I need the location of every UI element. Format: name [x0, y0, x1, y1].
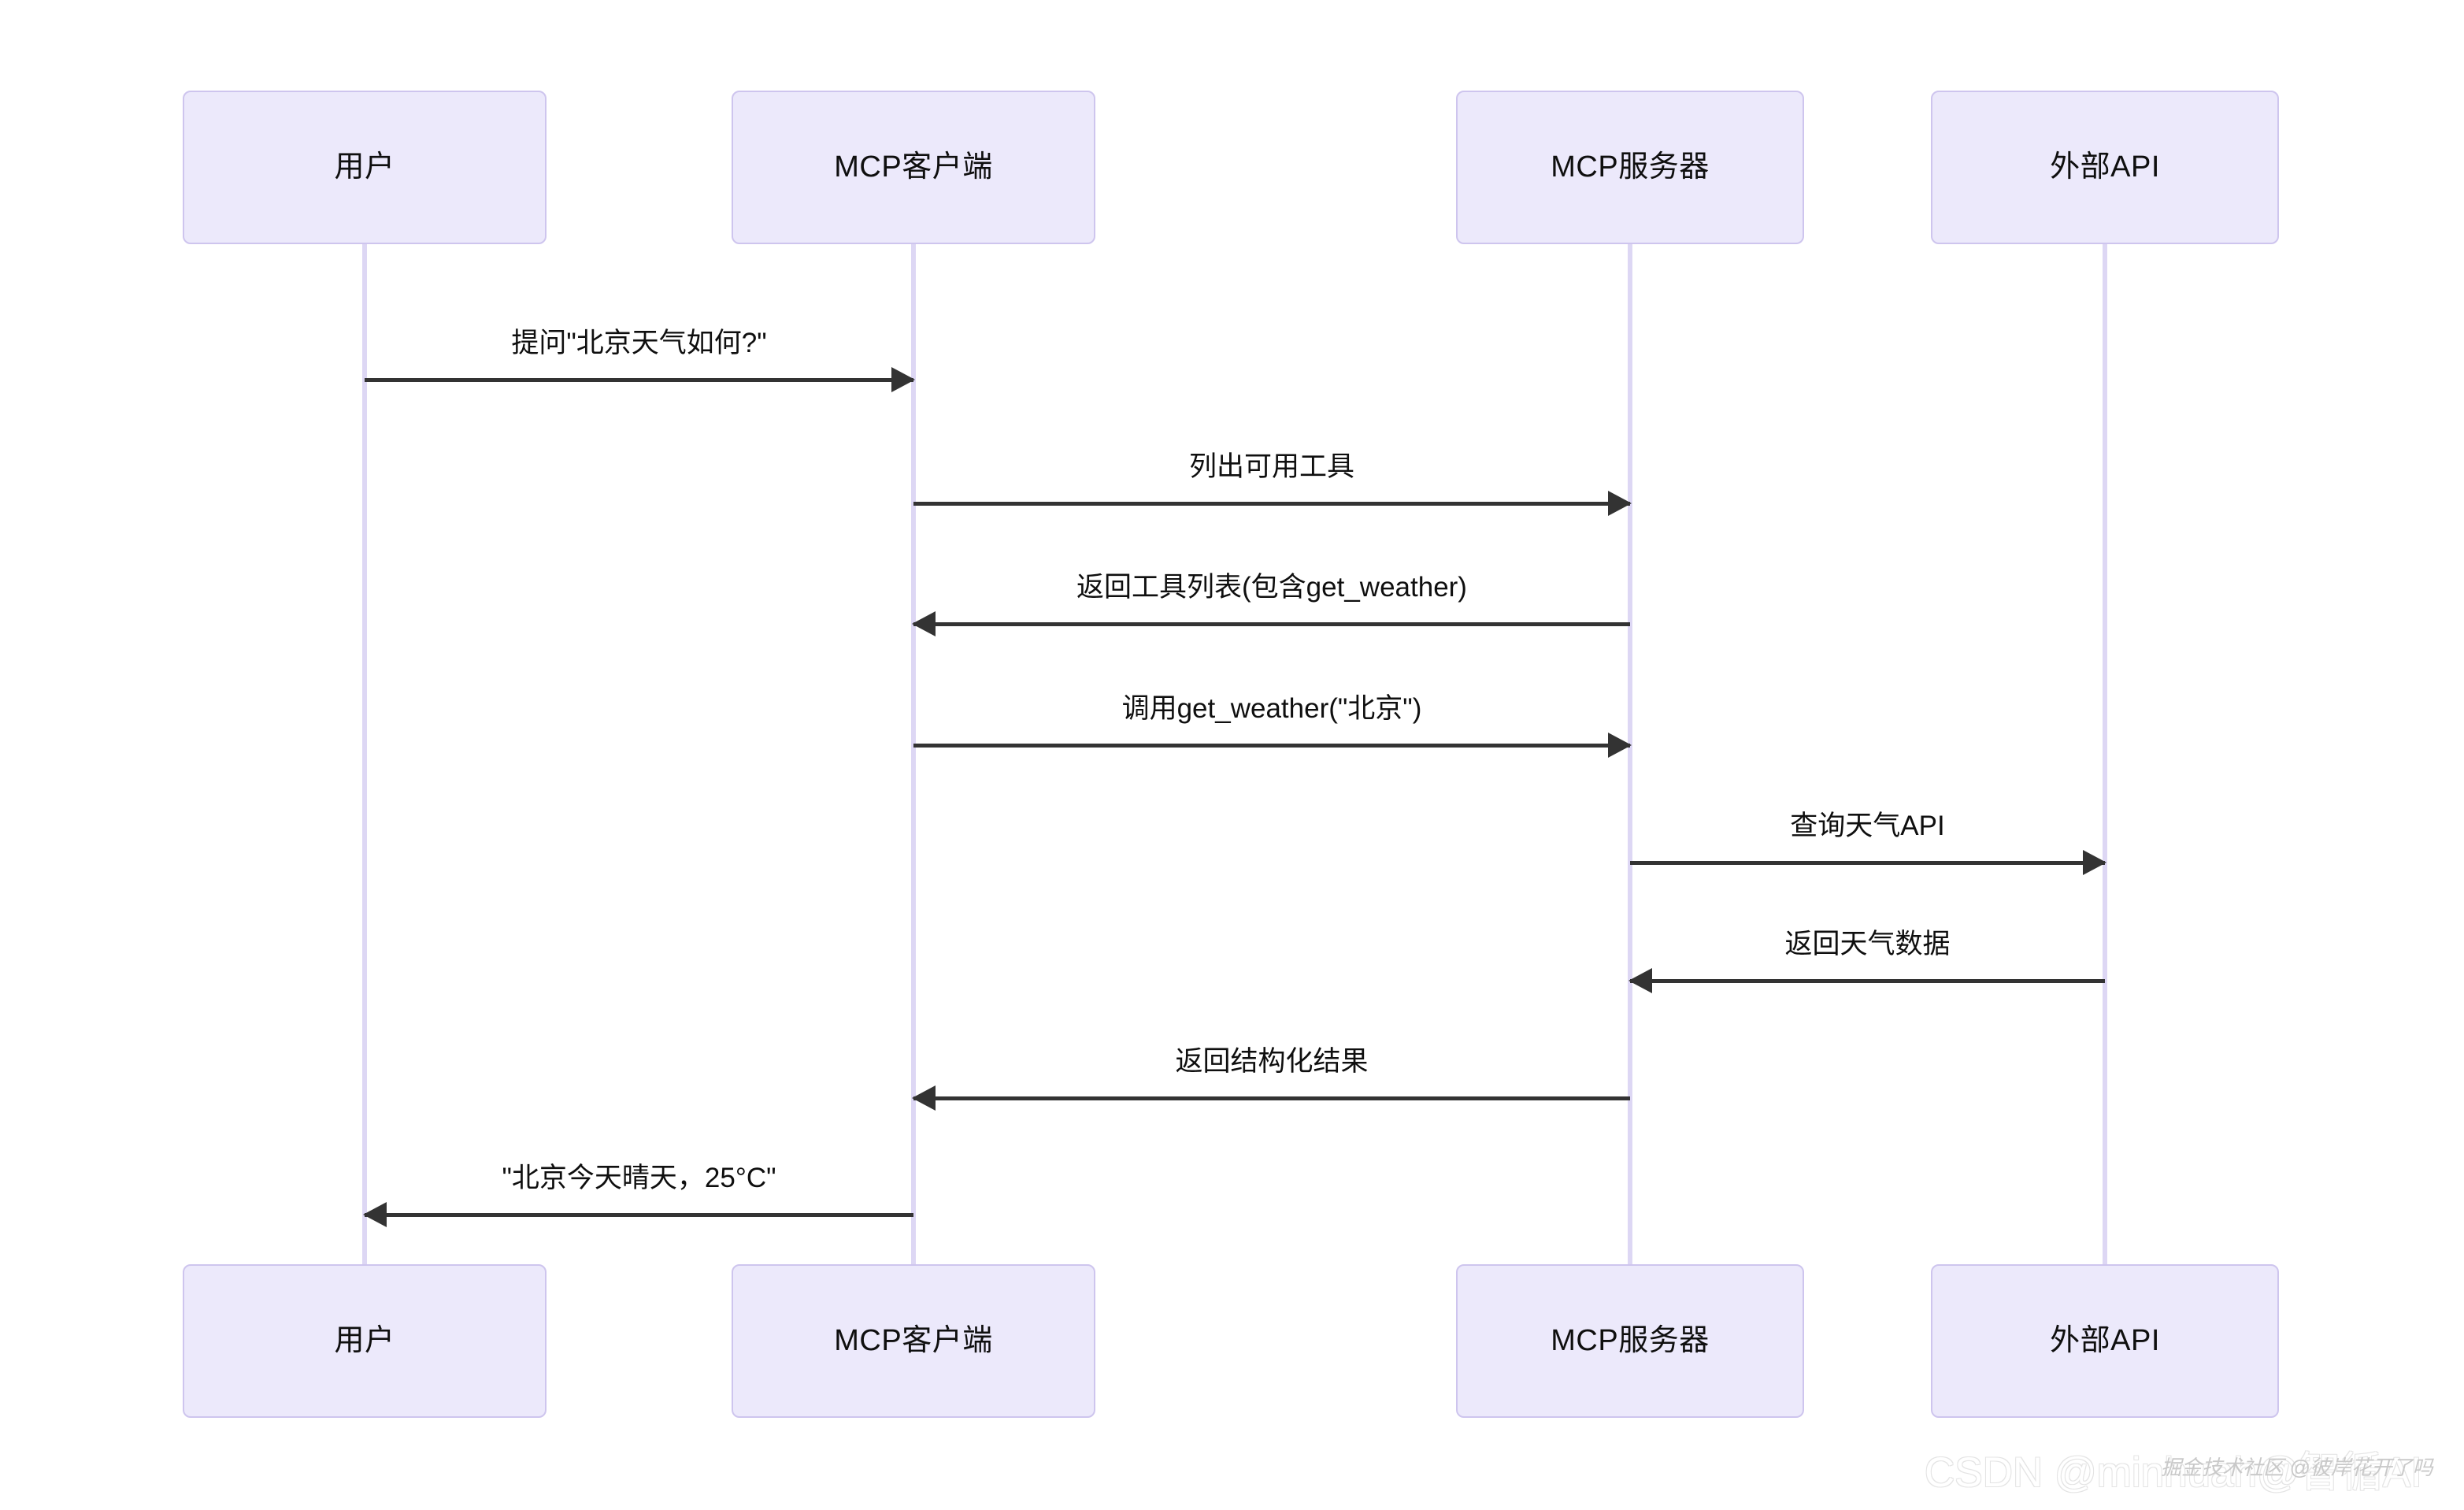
participant-box-top-client[interactable]: MCP客户端: [732, 91, 1095, 244]
message-8-label: "北京今天晴天，25°C": [502, 1163, 776, 1194]
message-2-label: 列出可用工具: [1188, 451, 1354, 483]
message-2-line: [913, 502, 1630, 506]
juejin-watermark: 掘金技术社区 @彼岸花开了吗: [2161, 1456, 2433, 1479]
message-1-line: [365, 378, 913, 382]
participant-box-bottom-user[interactable]: 用户: [183, 1264, 547, 1418]
message-1-arrowhead-icon: [891, 367, 915, 392]
message-8-arrowhead-icon: [363, 1202, 387, 1227]
message-4-arrowhead-icon: [1608, 733, 1632, 758]
message-6-line: [1630, 979, 2105, 983]
message-7-arrowhead-icon: [912, 1085, 936, 1111]
csdn-watermark: CSDN @minhuah@智循AI: [1925, 1449, 2422, 1496]
participant-box-top-server[interactable]: MCP服务器: [1456, 91, 1804, 244]
message-8-line: [365, 1213, 913, 1217]
message-1-label: 提问"北京天气如何?": [511, 328, 767, 359]
participant-box-bottom-api[interactable]: 外部API: [1931, 1264, 2279, 1418]
lifeline-client: [911, 244, 916, 1264]
participant-box-bottom-server[interactable]: MCP服务器: [1456, 1264, 1804, 1418]
lifeline-api: [2103, 244, 2107, 1264]
message-3-arrowhead-icon: [912, 611, 936, 636]
message-3-line: [913, 622, 1630, 626]
participant-box-top-user[interactable]: 用户: [183, 91, 547, 244]
message-6-arrowhead-icon: [1628, 968, 1652, 993]
message-7-label: 返回结构化结果: [1175, 1046, 1369, 1078]
message-6-label: 返回天气数据: [1784, 929, 1951, 960]
message-4-label: 调用get_weather("北京"): [1121, 693, 1422, 725]
message-5-label: 查询天气API: [1790, 811, 1945, 842]
participant-box-bottom-client[interactable]: MCP客户端: [732, 1264, 1095, 1418]
message-5-line: [1630, 861, 2105, 865]
message-7-line: [913, 1096, 1630, 1100]
message-5-arrowhead-icon: [2083, 850, 2106, 875]
message-4-line: [913, 744, 1630, 748]
message-3-label: 返回工具列表(包含get_weather): [1076, 572, 1467, 603]
participant-box-top-api[interactable]: 外部API: [1931, 91, 2279, 244]
message-2-arrowhead-icon: [1608, 491, 1632, 516]
lifeline-user: [362, 244, 367, 1264]
